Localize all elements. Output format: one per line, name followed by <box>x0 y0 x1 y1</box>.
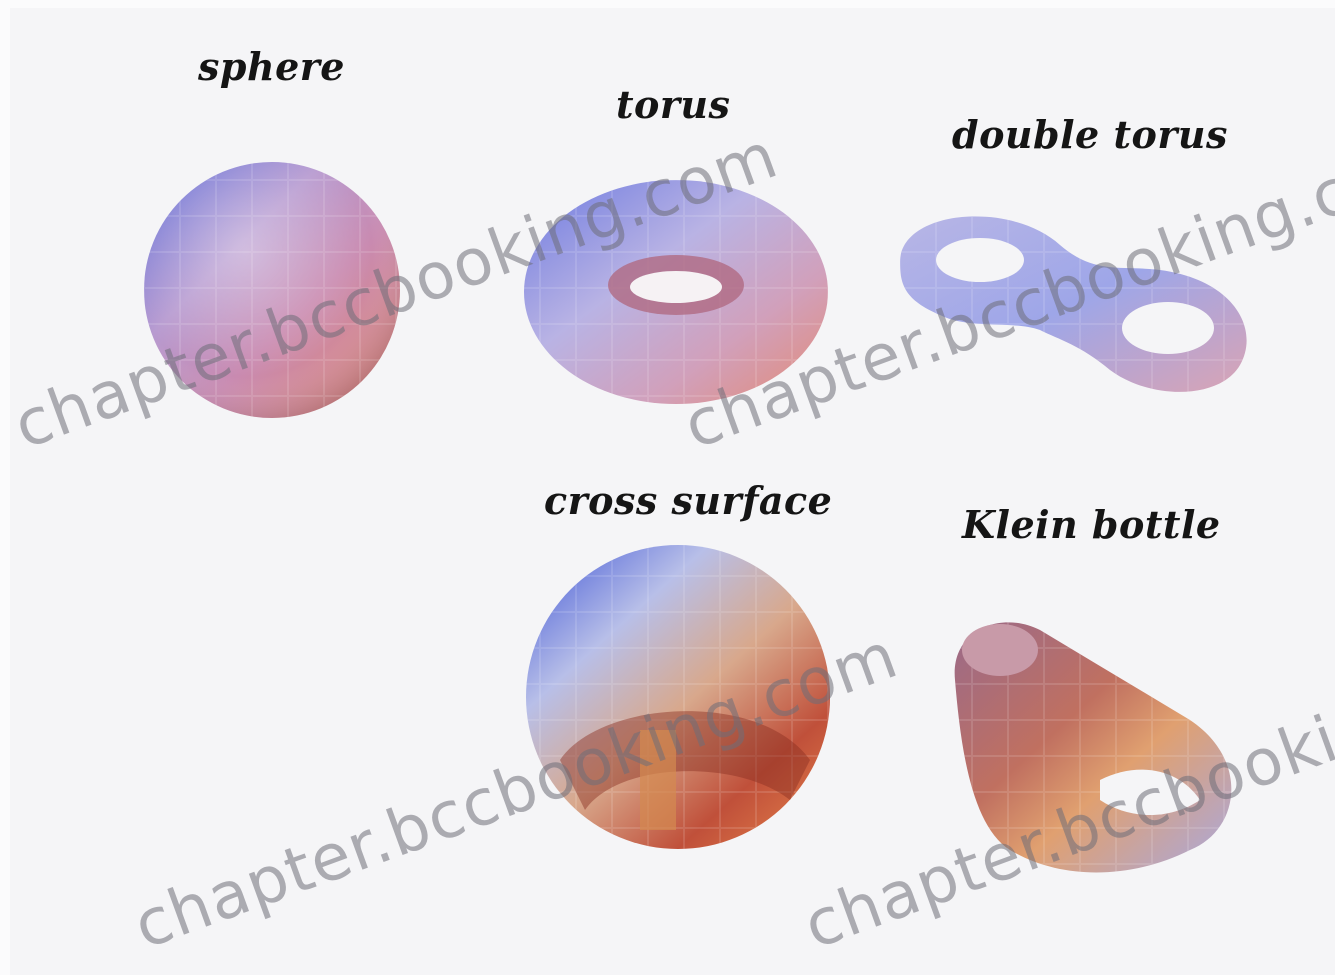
label-sphere: sphere <box>198 44 345 89</box>
label-cross-surface: cross surface <box>544 478 832 523</box>
label-klein-bottle: Klein bottle <box>962 502 1221 547</box>
label-double-torus: double torus <box>952 112 1228 157</box>
label-torus: torus <box>616 82 730 127</box>
